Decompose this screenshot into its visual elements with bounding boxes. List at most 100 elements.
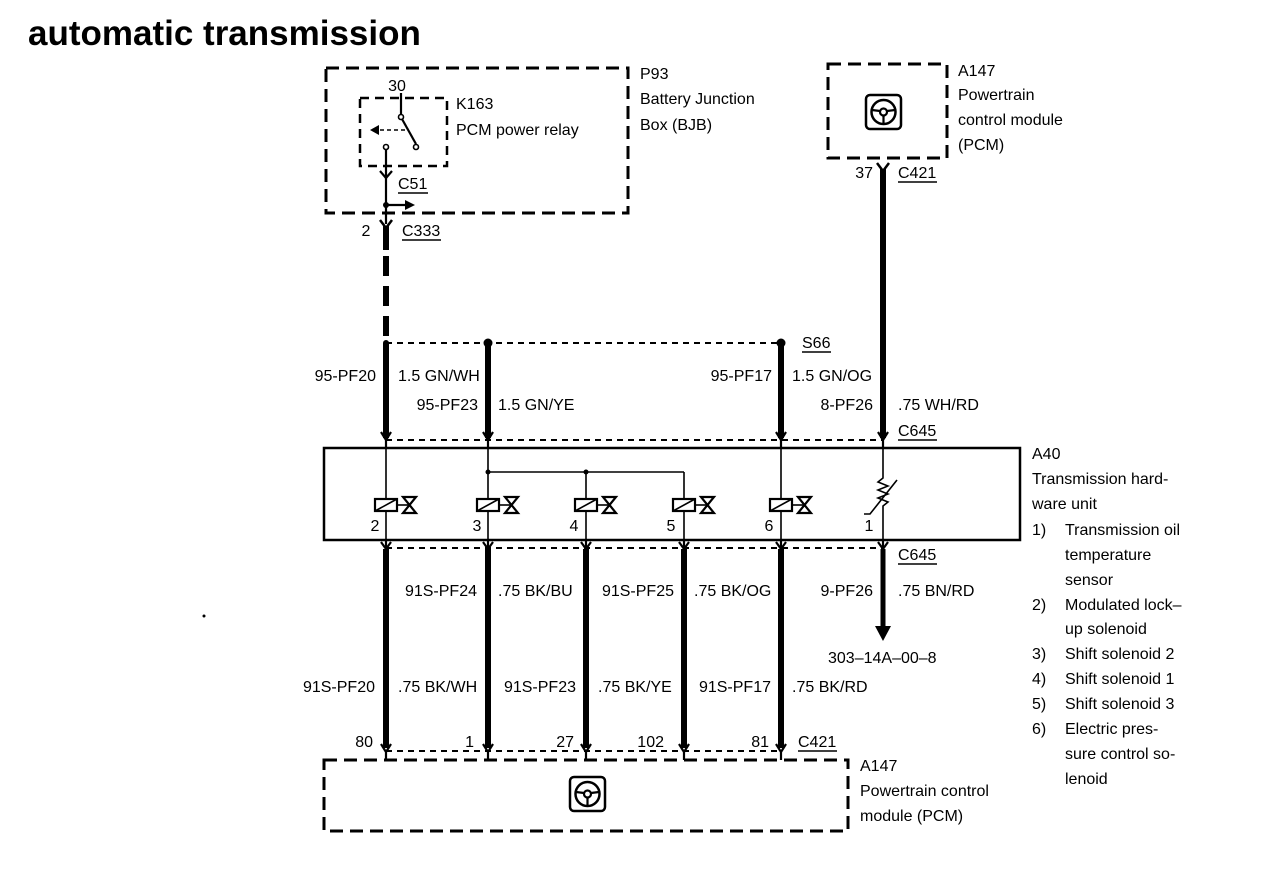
legend-number: 5) xyxy=(1032,696,1046,713)
valve-hourglass xyxy=(400,495,419,515)
connector-pin-icon xyxy=(380,431,392,448)
relay-terminal-label: 30 xyxy=(388,78,406,95)
wire-circuit-label: 91S-PF25 xyxy=(602,583,674,600)
c51-label: C51 xyxy=(398,176,427,193)
legend-number: 6) xyxy=(1032,721,1046,738)
relay-outline xyxy=(358,96,449,168)
solenoid-coil-slash xyxy=(672,498,696,512)
wire-circuit-label: 9-PF26 xyxy=(821,583,874,600)
relay-coil-arrowhead-icon xyxy=(370,125,379,135)
relay-output-contact xyxy=(382,143,390,151)
legend-text: Shift solenoid 2 xyxy=(1065,646,1175,663)
connector-pin-icon xyxy=(877,540,889,551)
c333-label: C333 xyxy=(402,223,440,240)
legend-text: sensor xyxy=(1065,572,1114,589)
ground-reference-label: 303–14A–00–8 xyxy=(828,650,937,667)
a40-junction-dot xyxy=(583,469,589,475)
battery-junction-box: 30 C51 K163 PCM power relay P93 Battery … xyxy=(324,66,755,224)
wire-spec-label: .75 BK/OG xyxy=(694,583,771,600)
relay-pivot-contact xyxy=(397,113,405,121)
valve-hourglass xyxy=(600,495,619,515)
legend-text: up solenoid xyxy=(1065,621,1147,638)
solenoid-coil-slash xyxy=(769,498,793,512)
bottom-c421-label: C421 xyxy=(798,734,836,751)
bjb-name-line-1: Battery Junction xyxy=(640,91,755,108)
solenoid-coil-slash xyxy=(574,498,598,512)
pcm-top-outline xyxy=(826,62,949,160)
solenoid-coil-slash xyxy=(374,498,398,512)
splice-label: S66 xyxy=(802,335,831,352)
relay-switch-blade xyxy=(401,118,417,145)
wire-circuit-label: 91S-PF20 xyxy=(303,679,375,696)
relay-id: K163 xyxy=(456,96,493,113)
pcm-icon-frame xyxy=(864,93,903,131)
solenoid-valve-icon xyxy=(768,495,814,515)
pcm-pin-label: 80 xyxy=(355,734,373,751)
wire-circuit-label: 95-PF23 xyxy=(417,397,478,414)
legend-number: 3) xyxy=(1032,646,1046,663)
component-number: 6 xyxy=(765,518,774,535)
thermistor-zigzag xyxy=(875,448,891,540)
ground-arrowhead-icon xyxy=(875,626,891,641)
wire-spec-label: .75 BK/WH xyxy=(398,679,477,696)
wire-circuit-label: 95-PF17 xyxy=(711,368,772,385)
a40-outline xyxy=(322,446,1022,542)
a40-id: A40 xyxy=(1032,446,1061,463)
legend-text: sure control so- xyxy=(1065,746,1175,763)
pcm-top-name-line-2: control module xyxy=(958,112,1063,129)
wire-spec-label: 1.5 GN/YE xyxy=(498,397,574,414)
wire-spec-label: .75 BK/BU xyxy=(498,583,573,600)
solenoid-coil-slash xyxy=(476,498,500,512)
solenoid-valve-icon xyxy=(373,495,419,515)
pcm-bottom-name-line-1: Powertrain control xyxy=(860,783,989,800)
wire-spec-label: .75 WH/RD xyxy=(898,397,979,414)
legend-text: Shift solenoid 1 xyxy=(1065,671,1175,688)
wire-spec-label: .75 BK/RD xyxy=(792,679,868,696)
c333-pin-label: 2 xyxy=(362,223,371,240)
legend-number: 2) xyxy=(1032,597,1046,614)
valve-hourglass xyxy=(502,495,521,515)
wire-spec-label: 1.5 GN/WH xyxy=(398,368,480,385)
pcm-icon-ring xyxy=(870,98,897,126)
page-title: automatic transmission xyxy=(28,14,421,53)
pcm-top-id: A147 xyxy=(958,63,995,80)
connector-pin-icon xyxy=(482,540,494,551)
bjb-outline xyxy=(324,66,630,215)
pcm-bottom-id: A147 xyxy=(860,758,897,775)
thermistor-slash xyxy=(864,479,898,515)
legend-text: temperature xyxy=(1065,547,1151,564)
pcm-top-pin-label: 37 xyxy=(855,165,873,182)
thermistor-icon xyxy=(864,448,898,540)
wire-spec-label: 1.5 GN/OG xyxy=(792,368,872,385)
wire-circuit-label: 91S-PF24 xyxy=(405,583,477,600)
wire-circuit-label: 91S-PF23 xyxy=(504,679,576,696)
pcm-bottom-outline xyxy=(322,758,850,833)
a40-junction-dot xyxy=(485,469,491,475)
pcm-pin-label: 81 xyxy=(751,734,769,751)
pcm-top-name-line-3: (PCM) xyxy=(958,137,1004,154)
connector-pin-icon xyxy=(775,431,787,448)
pcm-bottom-module: A147 Powertrain control module (PCM) xyxy=(322,758,989,833)
pcm-icon-hub xyxy=(878,107,889,117)
component-number: 3 xyxy=(473,518,482,535)
legend-text: Shift solenoid 3 xyxy=(1065,696,1175,713)
wire-spec-label: .75 BK/YE xyxy=(598,679,672,696)
relay-fixed-contact xyxy=(412,143,420,151)
legend-text: Electric pres- xyxy=(1065,721,1158,738)
pcm-icon-frame xyxy=(568,775,607,813)
legend-text: Modulated lock– xyxy=(1065,597,1182,614)
pcm-steering-wheel-icon xyxy=(864,93,903,131)
component-number: 4 xyxy=(570,518,579,535)
connector-pin-icon xyxy=(482,431,494,448)
wire-circuit-label: 95-PF20 xyxy=(315,368,376,385)
bjb-id: P93 xyxy=(640,66,669,83)
pcm-icon-ring xyxy=(574,780,601,808)
legend-number: 4) xyxy=(1032,671,1046,688)
solenoid-valve-icon xyxy=(475,495,521,515)
component-number: 5 xyxy=(667,518,676,535)
pcm-pin-label: 1 xyxy=(465,734,474,751)
pcm-bottom-name-line-2: module (PCM) xyxy=(860,808,963,825)
bjb-name-line-2: Box (BJB) xyxy=(640,117,712,134)
component-number: 2 xyxy=(371,518,380,535)
